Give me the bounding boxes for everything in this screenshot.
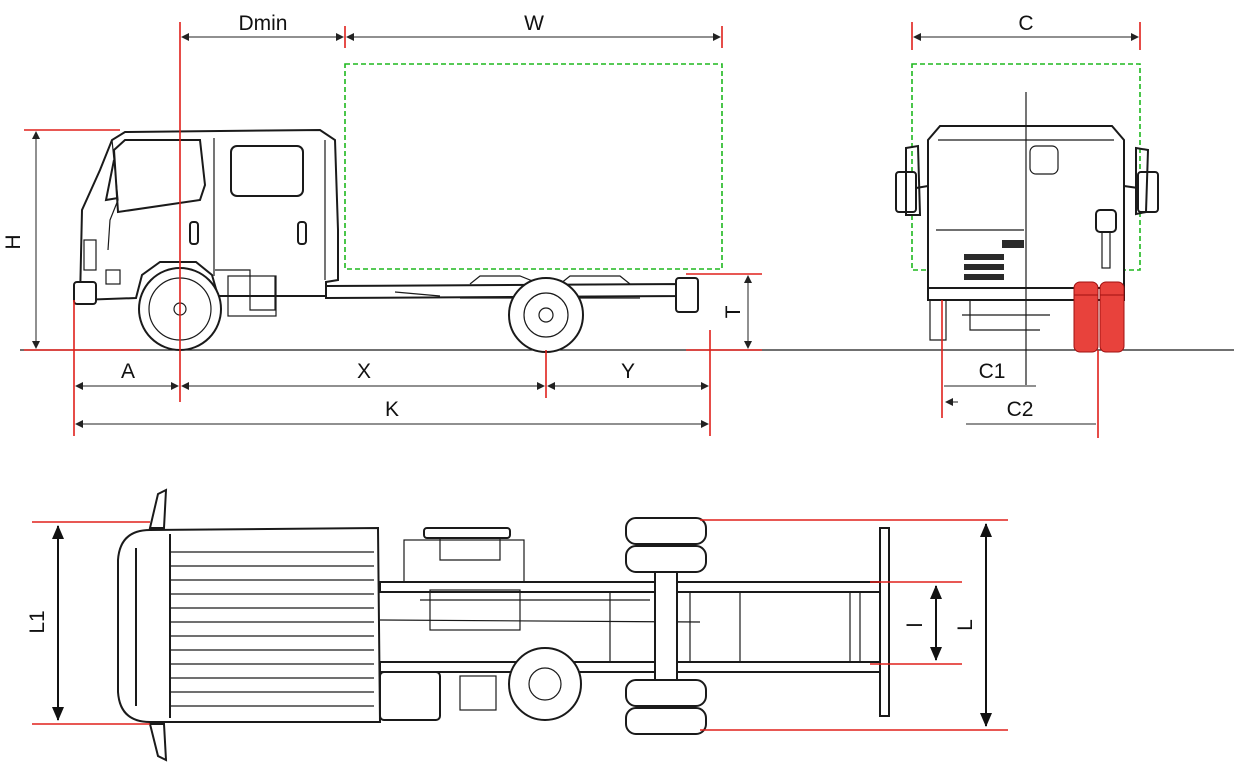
front-view: C C1 C2 xyxy=(895,12,1159,438)
top-fuel-tank xyxy=(379,671,441,721)
label-l1: L1 xyxy=(26,610,49,633)
label-y: Y xyxy=(621,360,635,383)
side-view: Dmin W H T A X Y K xyxy=(2,12,1234,436)
top-plate xyxy=(423,527,511,539)
front-view-rear-dual-tyres xyxy=(1073,281,1125,353)
label-a: A xyxy=(121,360,135,383)
label-h: H xyxy=(2,234,25,249)
label-c2: C2 xyxy=(1007,398,1034,421)
top-rear-wheels xyxy=(625,517,707,735)
label-dmin: Dmin xyxy=(238,12,287,35)
label-k: K xyxy=(385,398,399,421)
top-view: L1 l L xyxy=(26,488,1008,762)
label-x: X xyxy=(357,360,371,383)
top-spare-wheel xyxy=(508,647,582,721)
top-cab xyxy=(117,488,382,762)
top-rear-bumper xyxy=(879,527,890,717)
label-c1: C1 xyxy=(979,360,1006,383)
side-rear-wheel xyxy=(508,277,584,353)
label-c: C xyxy=(1018,12,1033,35)
label-l-outer: L xyxy=(954,619,977,631)
top-chassis-rails xyxy=(379,539,881,673)
side-cargo-body-outline xyxy=(344,63,723,270)
side-cab xyxy=(73,128,339,317)
label-t: T xyxy=(722,305,745,318)
label-w: W xyxy=(524,12,544,35)
label-l-inner: l xyxy=(904,623,927,628)
